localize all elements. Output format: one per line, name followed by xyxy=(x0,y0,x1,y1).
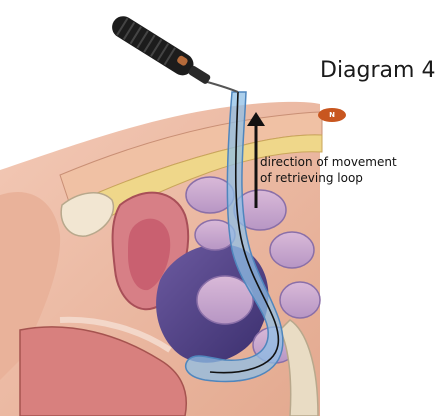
caption-line-1: direction of movement xyxy=(260,154,420,170)
caption-line-2: of retrieving loop xyxy=(260,170,420,186)
surgical-handle-icon xyxy=(95,10,225,100)
diagram-title: Diagram 4 xyxy=(320,58,435,83)
badge-n-icon: N xyxy=(318,108,346,122)
arrow-caption: direction of movement of retrieving loop xyxy=(260,154,420,186)
